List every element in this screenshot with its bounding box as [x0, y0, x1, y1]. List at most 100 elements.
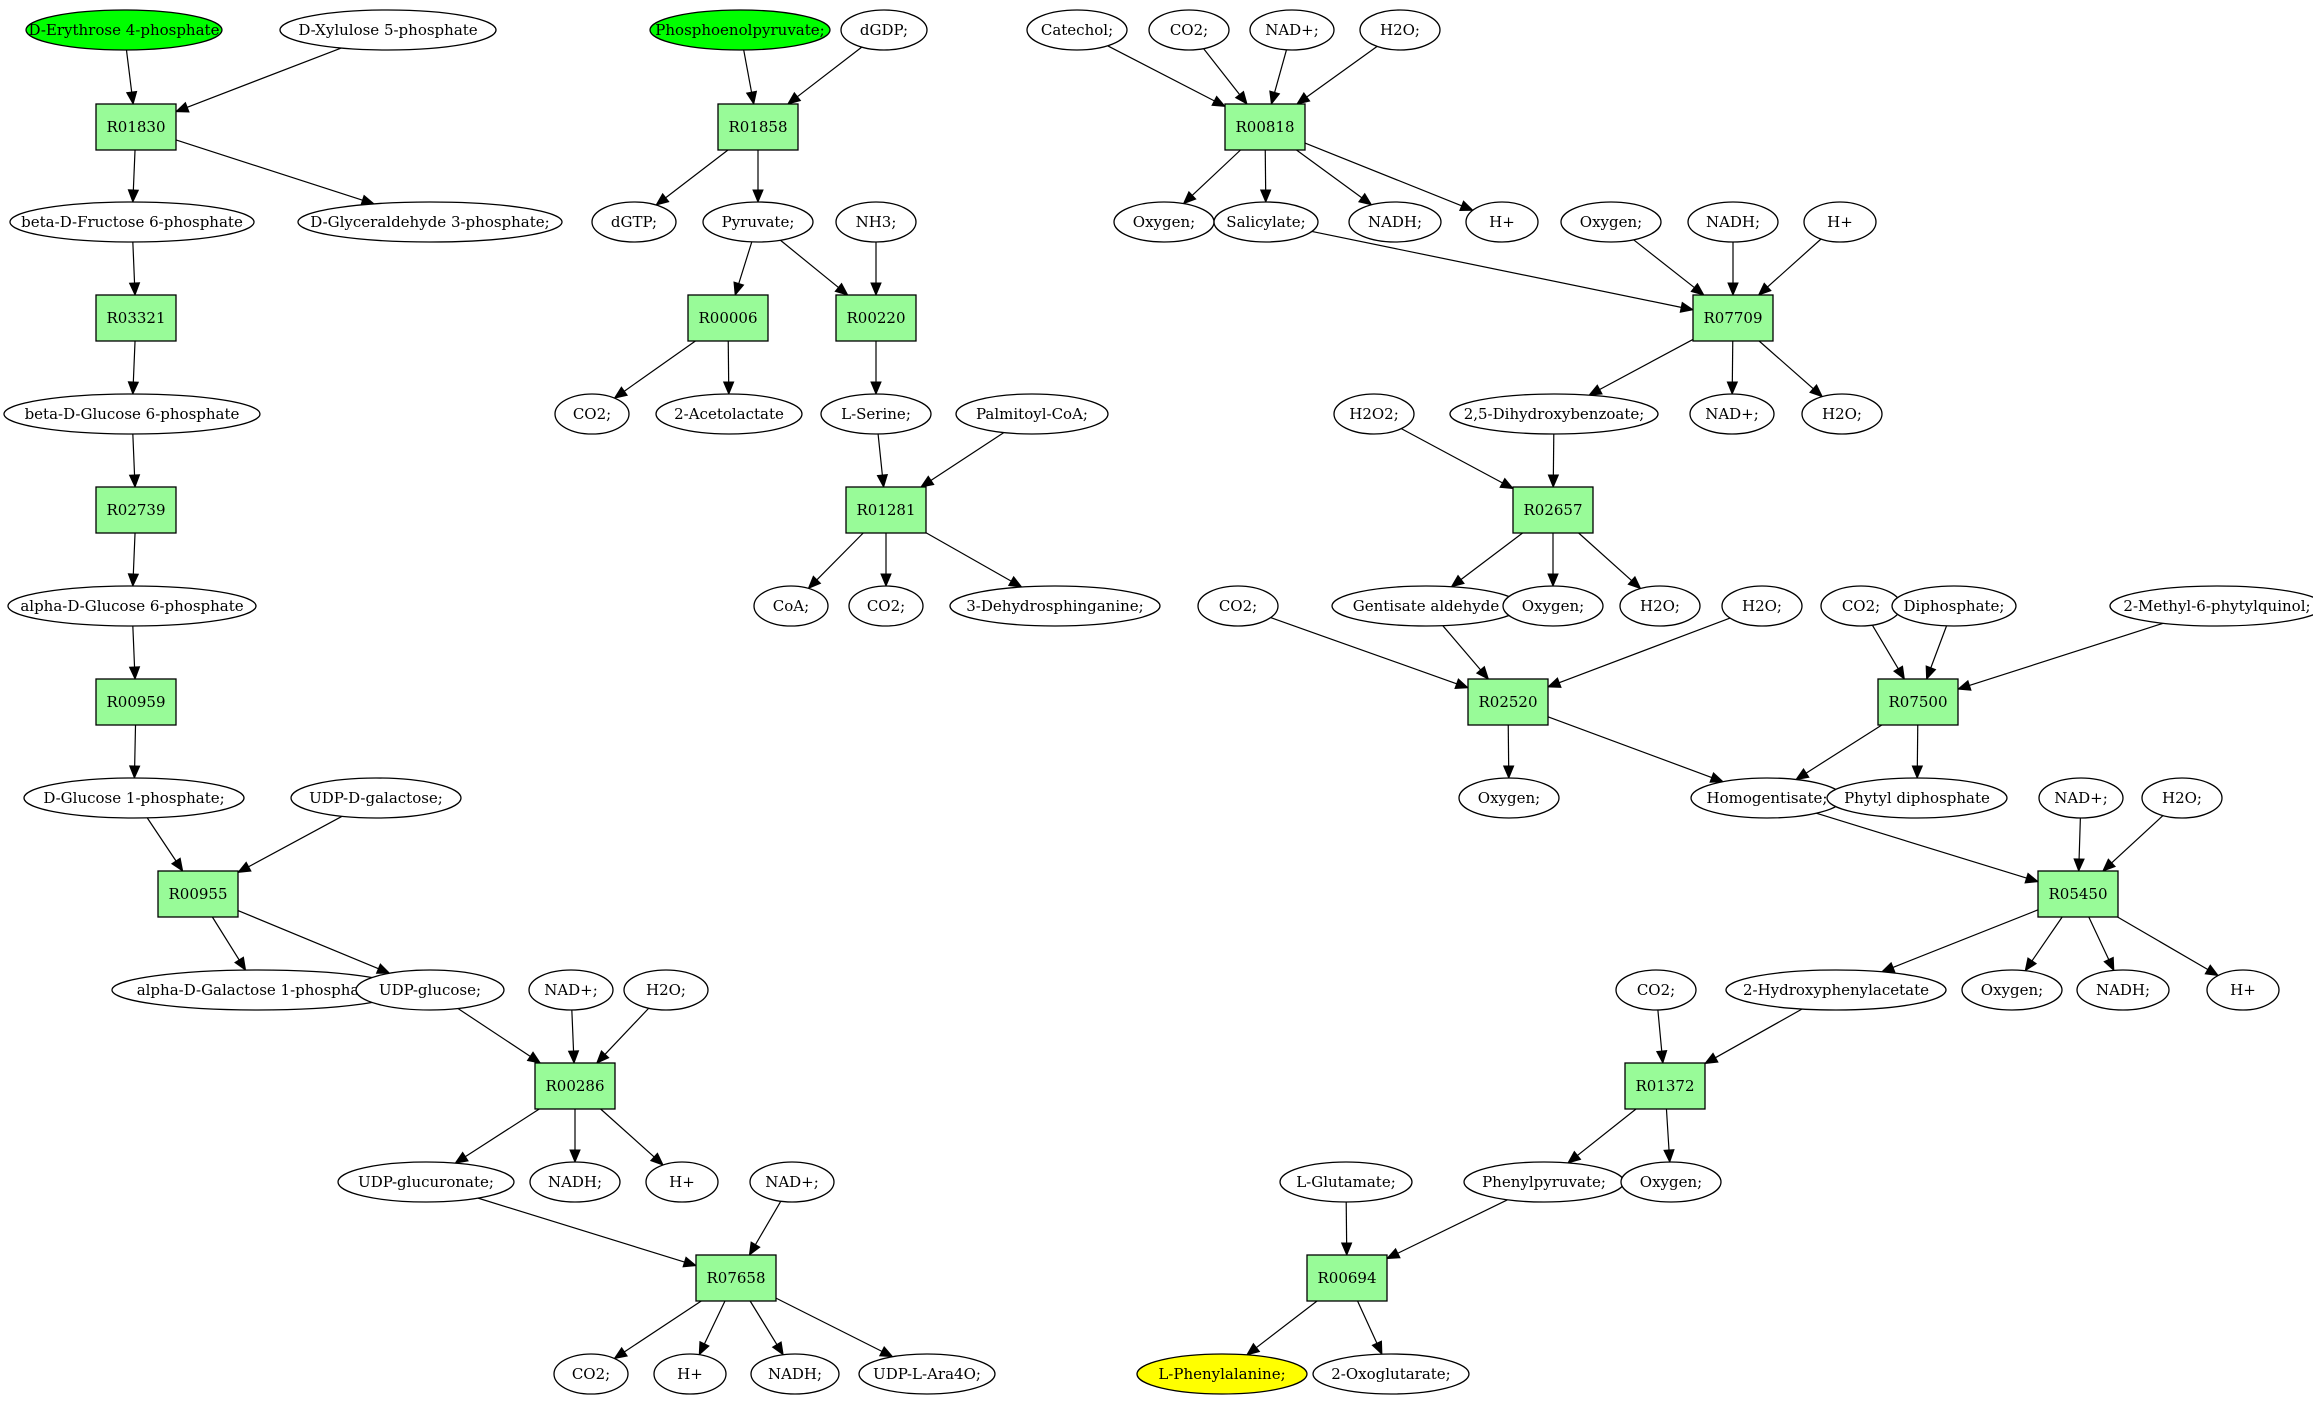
edge-line [1892, 909, 2039, 968]
compound-ellipse [1213, 201, 1319, 243]
arrow-head [569, 1149, 581, 1164]
arrow-head [1925, 665, 1937, 681]
edge-line [1816, 812, 2027, 879]
compound-label: Palmitoyl-CoA; [976, 405, 1088, 423]
compound-node-nad: NAD+; [528, 969, 614, 1011]
compound-node-h2o: H2O; [2141, 777, 2223, 819]
arrow-head [127, 381, 140, 396]
reaction-box [1224, 103, 1306, 151]
edge-line [1758, 340, 1814, 390]
compound-label: H+ [669, 1173, 695, 1191]
arrow-head [1627, 575, 1642, 590]
arrow-head [1454, 678, 1470, 690]
compound-node-phenylpyruvate: Phenylpyruvate; [1463, 1161, 1625, 1203]
compound-ellipse [753, 585, 829, 627]
reaction-label: R00959 [106, 693, 165, 711]
edge-c_palm-to-r01281 [919, 432, 1005, 488]
edge-c_nad_a-to-r00286 [567, 1009, 580, 1065]
reaction-box [157, 870, 239, 918]
compound-ellipse [955, 393, 1109, 435]
edge-line [175, 139, 363, 201]
edge-c_udpgluc-to-r07658 [477, 1197, 698, 1268]
edge-c_bg6p-to-r02739 [128, 433, 141, 489]
edge-r00818-to-c_h_e [1304, 142, 1475, 211]
compound-node-l-glutamate: L-Glutamate; [1279, 1161, 1413, 1203]
compound-node-co2: CO2; [1820, 585, 1902, 627]
reaction-label: R00220 [846, 309, 905, 327]
reaction-node-r01830: R01830 [95, 103, 177, 151]
edge-line [703, 1300, 726, 1345]
compound-label: CO2; [867, 597, 905, 615]
arrow-head [127, 189, 140, 204]
arrow-head [1450, 574, 1465, 588]
edge-c_h2o_e-to-r00818 [1295, 45, 1378, 105]
compound-node-d-xylulose-5-phosphate: D-Xylulose 5-phosphate [279, 9, 497, 51]
edge-line [132, 625, 136, 668]
compound-node-nadh: NADH; [529, 1161, 621, 1203]
reaction-node-r00959: R00959 [95, 678, 177, 726]
arrow-head [1709, 771, 1725, 783]
edge-line [1577, 1108, 1637, 1156]
compound-label: Oxygen; [1580, 213, 1642, 231]
edge-line [2088, 916, 2110, 960]
compound-node-co2: CO2; [1197, 585, 1279, 627]
compound-node-2-acetolactate: 2-Acetolactate [655, 393, 803, 435]
compound-label: H2O2; [1349, 405, 1399, 423]
arrow-head [870, 381, 882, 396]
compound-node-d-glyceraldehyde-3-phosphate: D-Glyceraldehyde 3-phosphate; [297, 201, 563, 243]
arrow-head [236, 861, 252, 874]
compound-node-co2: CO2; [848, 585, 924, 627]
reaction-node-r02657: R02657 [1512, 486, 1594, 534]
arrow-head [526, 1051, 542, 1064]
edge-line [477, 1197, 685, 1263]
reaction-box [687, 294, 769, 342]
arrow-head [786, 91, 802, 105]
arrow-head [1546, 677, 1562, 688]
arrow-head [1459, 200, 1475, 211]
edge-line [797, 46, 863, 98]
compound-node-2-oxoglutarate: 2-Oxoglutarate; [1312, 1353, 1470, 1395]
compound-label: CO2; [573, 405, 611, 423]
compound-ellipse [1725, 969, 1947, 1011]
compound-node-h2o: H2O; [1359, 9, 1441, 51]
compound-node-dgdp: dGDP; [840, 9, 928, 51]
compound-node-h: H+ [1465, 201, 1539, 243]
edge-line [1871, 624, 1899, 669]
reaction-label: R00694 [1317, 1269, 1376, 1287]
compound-ellipse [1721, 585, 1803, 627]
edge-c_sal-to-r07709 [1311, 230, 1695, 313]
compound-node-h: H+ [653, 1353, 727, 1395]
compound-node-nad: NAD+; [1689, 393, 1775, 435]
compound-node-co2: CO2; [1615, 969, 1697, 1011]
compound-node-nadh: NADH; [750, 1353, 840, 1395]
edge-c_cat-to-r00818 [1107, 45, 1227, 107]
edge-r02520-to-c_oxy_h [1502, 724, 1515, 780]
edge-r07709-to-c_nad_f [1726, 340, 1739, 396]
compound-ellipse [1826, 777, 2008, 819]
edge-r02657-to-c_gentald [1450, 532, 1523, 588]
arrow-head [1893, 665, 1906, 681]
edge-line [1665, 1108, 1670, 1151]
edge-r01830-to-c_g3p [175, 139, 376, 206]
edge-r03321-to-c_bg6p [127, 340, 140, 396]
compound-ellipse [1689, 393, 1775, 435]
edge-r01830-to-c_bf6p [127, 149, 140, 204]
edge-r00286-to-c_nadh_a [569, 1109, 581, 1164]
edge-line [1203, 48, 1241, 95]
edge-r07709-to-c_25dhb [1587, 338, 1694, 396]
edge-line [2078, 817, 2081, 860]
edge-line [925, 532, 1012, 582]
reaction-node-r02739: R02739 [95, 486, 177, 534]
edge-c_pyr-to-r00006 [733, 241, 753, 297]
edge-c_h2o_h-to-r02520 [1546, 617, 1731, 688]
edge-line [1397, 1199, 1508, 1254]
compound-node-h2o2: H2O2; [1333, 393, 1415, 435]
edge-r01858-to-c_pyr [752, 150, 764, 204]
edge-r02520-to-c_homog [1547, 716, 1725, 783]
compound-label: NAD+; [2054, 789, 2108, 807]
reaction-label: R02739 [106, 501, 165, 519]
reaction-label: R01372 [1635, 1077, 1694, 1095]
edge-line [2031, 916, 2063, 962]
compound-node-nh3: NH3; [835, 201, 917, 243]
